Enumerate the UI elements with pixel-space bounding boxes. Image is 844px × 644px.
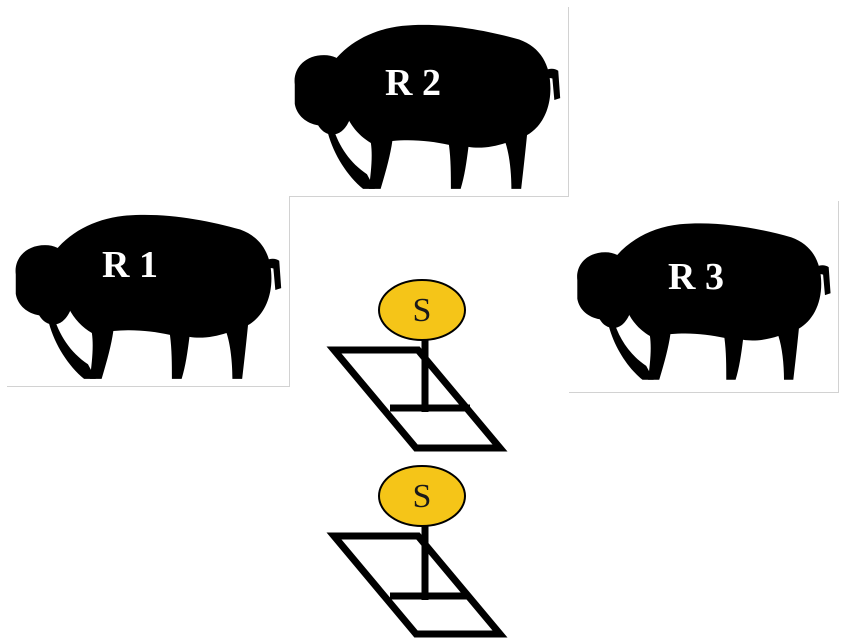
station-label-upper: S xyxy=(412,292,432,329)
bison-tile-r3: R 3 xyxy=(568,200,838,392)
bison-label-r2: R 2 xyxy=(385,62,441,104)
bison-tile-r1: R 1 xyxy=(6,196,289,386)
parallelogram-frame-icon xyxy=(326,332,508,452)
station-marker-icon xyxy=(378,465,466,527)
bison-tile-r2: R 2 xyxy=(285,6,568,196)
station-marker-icon xyxy=(378,279,466,341)
bison-label-r3: R 3 xyxy=(668,256,724,298)
station-label-lower: S xyxy=(412,478,432,515)
parallelogram-frame-icon xyxy=(326,518,508,638)
bison-label-r1: R 1 xyxy=(102,244,158,286)
